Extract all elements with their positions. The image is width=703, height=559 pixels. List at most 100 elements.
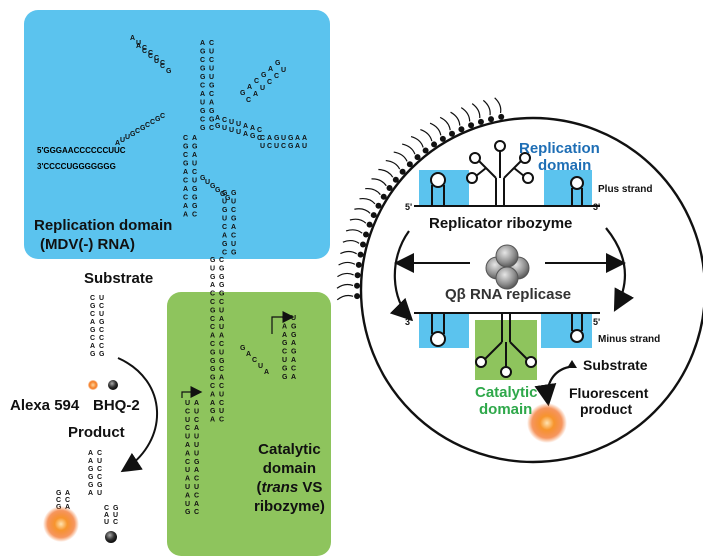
svg-text:G: G: [88, 466, 94, 473]
svg-text:U: U: [229, 127, 234, 134]
svg-text:U: U: [185, 434, 190, 441]
svg-text:G: G: [219, 274, 225, 281]
svg-text:G: G: [215, 123, 221, 130]
svg-text:G: G: [274, 135, 280, 142]
svg-text:G: G: [282, 374, 288, 381]
right-replication-domain-label-2: domain: [538, 157, 591, 174]
right-substrate-label: Substrate: [583, 357, 648, 373]
svg-text:G: G: [231, 216, 237, 223]
svg-text:U: U: [222, 216, 227, 223]
svg-text:G: G: [192, 186, 198, 193]
svg-text:U: U: [194, 434, 199, 441]
svg-text:C: C: [56, 497, 61, 504]
svg-text:G: G: [250, 133, 256, 140]
svg-text:A: A: [246, 351, 251, 358]
svg-text:C: C: [113, 519, 118, 526]
svg-text:A: A: [185, 442, 190, 449]
svg-text:G: G: [288, 143, 294, 150]
svg-text:G: G: [222, 241, 228, 248]
svg-text:A: A: [185, 492, 190, 499]
svg-text:G: G: [192, 203, 198, 210]
alexa-label: Alexa 594: [10, 397, 80, 414]
svg-text:C: C: [210, 316, 215, 323]
svg-text:A: A: [282, 323, 287, 330]
svg-text:C: C: [209, 125, 214, 132]
svg-text:U: U: [222, 125, 227, 132]
svg-text:G: G: [200, 125, 206, 132]
svg-text:G: G: [140, 125, 146, 132]
svg-text:U: U: [258, 363, 263, 370]
svg-text:G: G: [261, 72, 267, 79]
replication-domain-label-line1: Replication domain: [34, 217, 173, 234]
svg-text:C: C: [148, 50, 153, 57]
cycle-arrow-left: [389, 230, 414, 322]
svg-text:C: C: [254, 78, 259, 85]
svg-text:U: U: [209, 74, 214, 81]
replication-domain-label-line2: (MDV(-) RNA): [40, 236, 135, 253]
svg-text:C: C: [160, 113, 165, 120]
substrate-to-product-arrow: [534, 365, 570, 407]
svg-text:C: C: [97, 466, 102, 473]
svg-text:U: U: [219, 408, 224, 415]
svg-text:A: A: [130, 35, 135, 42]
svg-text:C: C: [194, 509, 199, 516]
bottom-5-prime: 5': [593, 317, 600, 327]
svg-text:C: C: [260, 135, 265, 142]
product-quencher-icon: [105, 531, 117, 543]
svg-text:G: G: [210, 375, 216, 382]
svg-text:U: U: [302, 143, 307, 150]
svg-text:G: G: [210, 408, 216, 415]
svg-text:G: G: [166, 68, 172, 75]
svg-text:C: C: [222, 224, 227, 231]
right-replication-domain-label-1: Replication: [519, 140, 600, 157]
svg-text:G: G: [90, 327, 96, 334]
svg-text:G: G: [192, 195, 198, 202]
svg-text:U: U: [209, 66, 214, 73]
svg-text:U: U: [231, 241, 236, 248]
svg-text:U: U: [260, 85, 265, 92]
svg-text:U: U: [231, 199, 236, 206]
svg-text:C: C: [150, 119, 155, 126]
vesicle-circle: [359, 116, 703, 464]
svg-text:U: U: [219, 349, 224, 356]
svg-text:A: A: [88, 490, 93, 497]
svg-text:A: A: [291, 357, 296, 364]
svg-text:C: C: [135, 128, 140, 135]
svg-text:C: C: [257, 127, 262, 134]
minus-strand-right-replication-box: [541, 312, 592, 348]
svg-text:U: U: [99, 295, 104, 302]
svg-text:C: C: [222, 250, 227, 257]
svg-text:G: G: [210, 183, 216, 190]
svg-text:G: G: [215, 187, 221, 194]
svg-text:A: A: [267, 135, 272, 142]
svg-text:C: C: [142, 48, 147, 55]
svg-text:G: G: [291, 323, 297, 330]
svg-text:G: G: [209, 83, 215, 90]
svg-text:C: C: [99, 335, 104, 342]
minus-strand-label: Minus strand: [598, 334, 660, 345]
svg-text:C: C: [200, 57, 205, 64]
catalytic-domain-label-line1: Catalytic: [258, 441, 321, 458]
svg-text:A: A: [231, 224, 236, 231]
svg-text:C: C: [210, 324, 215, 331]
svg-text:A: A: [247, 84, 252, 91]
svg-text:G: G: [97, 482, 103, 489]
svg-text:G: G: [210, 257, 216, 264]
svg-text:C: C: [281, 143, 286, 150]
svg-text:G: G: [282, 340, 288, 347]
svg-text:C: C: [210, 299, 215, 306]
svg-text:U: U: [260, 143, 265, 150]
svg-text:C: C: [194, 492, 199, 499]
svg-text:U: U: [281, 135, 286, 142]
svg-text:A: A: [192, 135, 197, 142]
svg-text:G: G: [210, 349, 216, 356]
svg-text:G: G: [90, 303, 96, 310]
svg-text:G: G: [282, 365, 288, 372]
svg-text:U: U: [194, 484, 199, 491]
plus-strand-branch: [475, 150, 525, 206]
svg-text:G: G: [210, 307, 216, 314]
svg-text:U: U: [192, 178, 197, 185]
svg-text:A: A: [88, 458, 93, 465]
svg-text:G: G: [209, 108, 215, 115]
svg-text:U: U: [210, 265, 215, 272]
